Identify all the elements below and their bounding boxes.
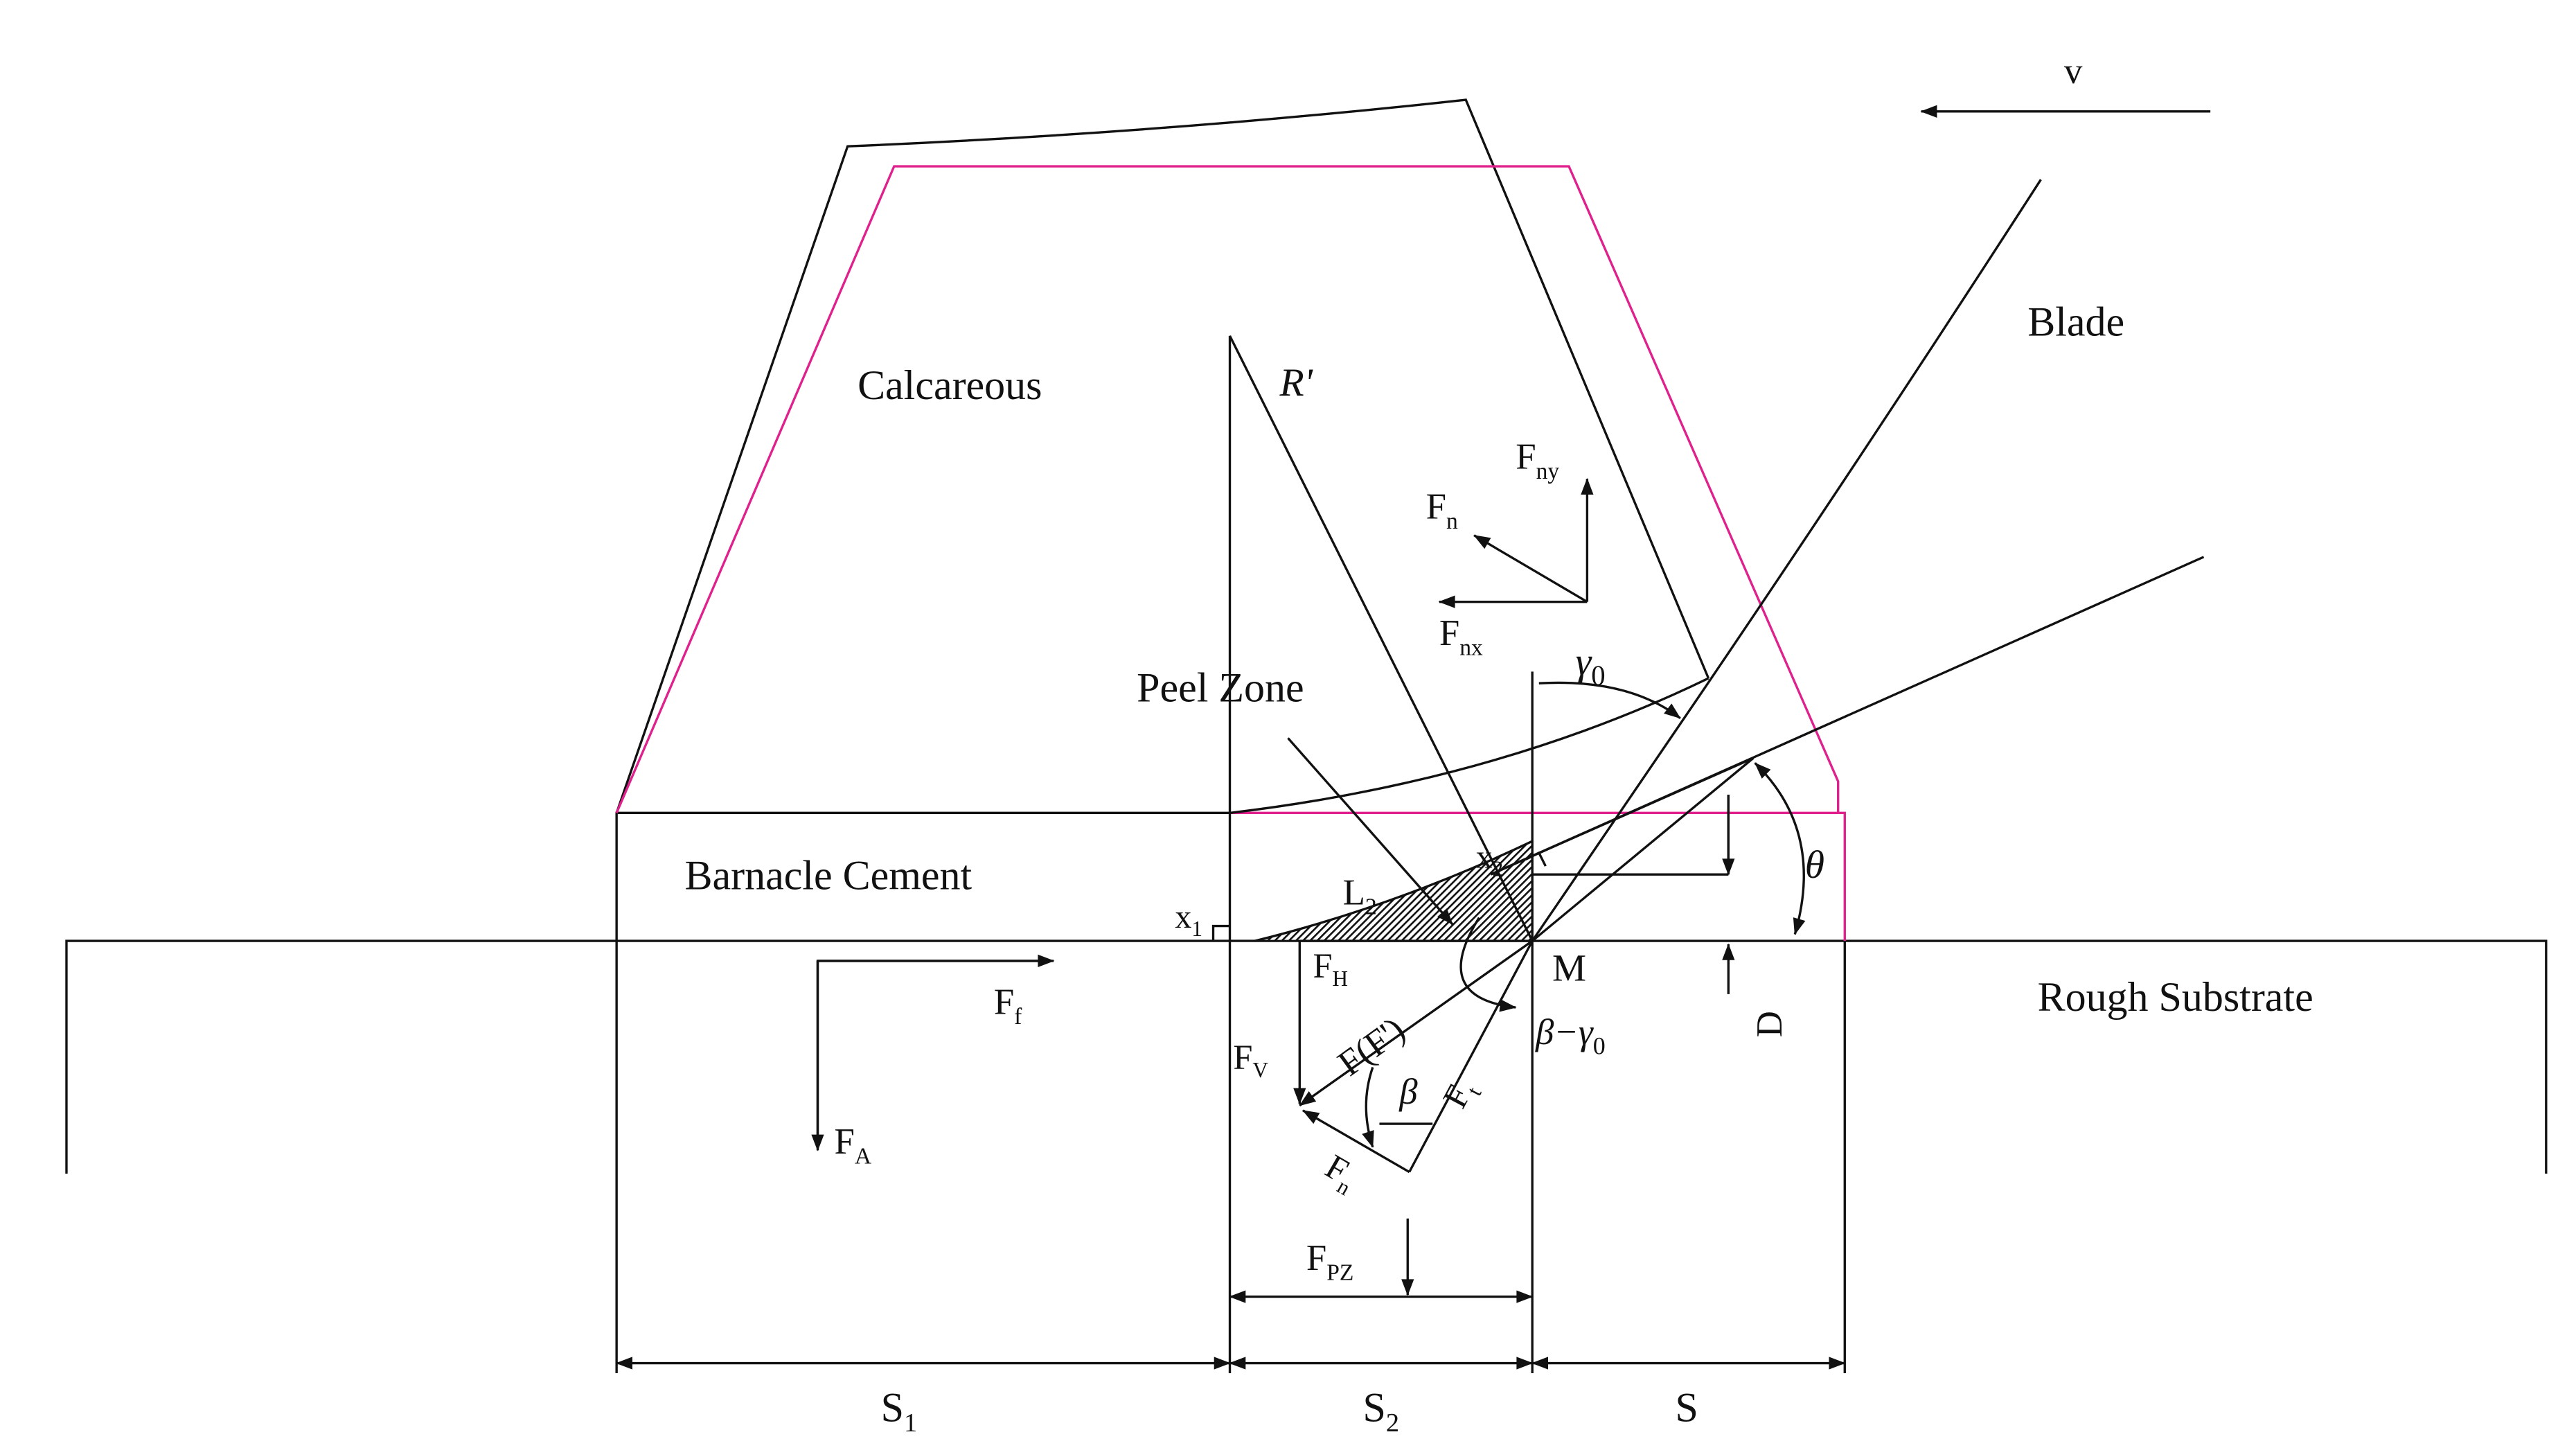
beta-label: β	[1398, 1072, 1418, 1112]
forces-upper	[1438, 477, 1594, 608]
diagram-labels: v Blade Calcareous R' Fny Fn Fnx γ0 Peel…	[685, 51, 2313, 1438]
rough-substrate-label: Rough Substrate	[2038, 974, 2313, 1020]
x2-label: x2	[1476, 839, 1504, 881]
other-forces	[811, 105, 2211, 1296]
peel-zone	[1229, 677, 1709, 942]
beta-gamma-label: β−γ0	[1535, 1012, 1606, 1059]
geometry-lines	[1228, 179, 2205, 1373]
blade-cutting-line	[1531, 757, 1755, 942]
fn-upper-arrow	[1473, 534, 1588, 603]
point-m-label: M	[1552, 947, 1586, 989]
s2-label: S2	[1362, 1385, 1399, 1438]
fh-label: FH	[1313, 946, 1348, 991]
fv-label: FV	[1233, 1038, 1268, 1082]
dimension-lines	[615, 1290, 1846, 1370]
calcareous-label: Calcareous	[858, 362, 1042, 408]
beta-gamma-arc	[1459, 917, 1517, 1012]
theta-arc	[1754, 762, 1806, 935]
radius-line	[1229, 335, 1534, 942]
fnx-label: Fnx	[1439, 613, 1483, 660]
fa-ff-axes	[816, 960, 1051, 1147]
x1-label: x1	[1175, 899, 1202, 941]
ft-line	[1408, 940, 1534, 1173]
fpz-label: FPZ	[1306, 1238, 1354, 1285]
forces-lower	[1293, 939, 1534, 1174]
peel-zone-pointer	[1287, 737, 1454, 926]
gamma0-label: γ0	[1576, 640, 1606, 691]
calcareous-shell-deformed	[615, 98, 1710, 813]
fa-label: FA	[834, 1122, 871, 1169]
beta-arc	[1362, 1066, 1374, 1148]
ff-label: Ff	[994, 982, 1022, 1030]
l2-label: L2	[1343, 872, 1377, 919]
fn-upper-label: Fn	[1426, 487, 1458, 534]
radius-label: R'	[1279, 361, 1314, 405]
blade-front-edge	[1531, 179, 2042, 942]
fn-lower-label: Fn	[1316, 1147, 1365, 1200]
barnacle-cement-label: Barnacle Cement	[685, 853, 972, 899]
s-label: S	[1676, 1385, 1698, 1431]
peel-zone-label: Peel Zone	[1137, 665, 1304, 711]
angle-arcs	[1362, 681, 1806, 1148]
blade-label: Blade	[2027, 299, 2124, 345]
calcareous-shell-original	[615, 165, 1846, 942]
depth-label: D	[1750, 1011, 1790, 1037]
s1-label: S1	[881, 1385, 918, 1438]
fny-label: Fny	[1516, 437, 1559, 484]
gamma0-arc	[1538, 681, 1681, 719]
velocity-label: v	[2064, 51, 2083, 91]
fn-lower-arrow	[1302, 1109, 1410, 1174]
right-angle-markers	[1211, 851, 1547, 942]
theta-label: θ	[1805, 843, 1824, 887]
resultant-force-arrow	[1299, 939, 1534, 1107]
